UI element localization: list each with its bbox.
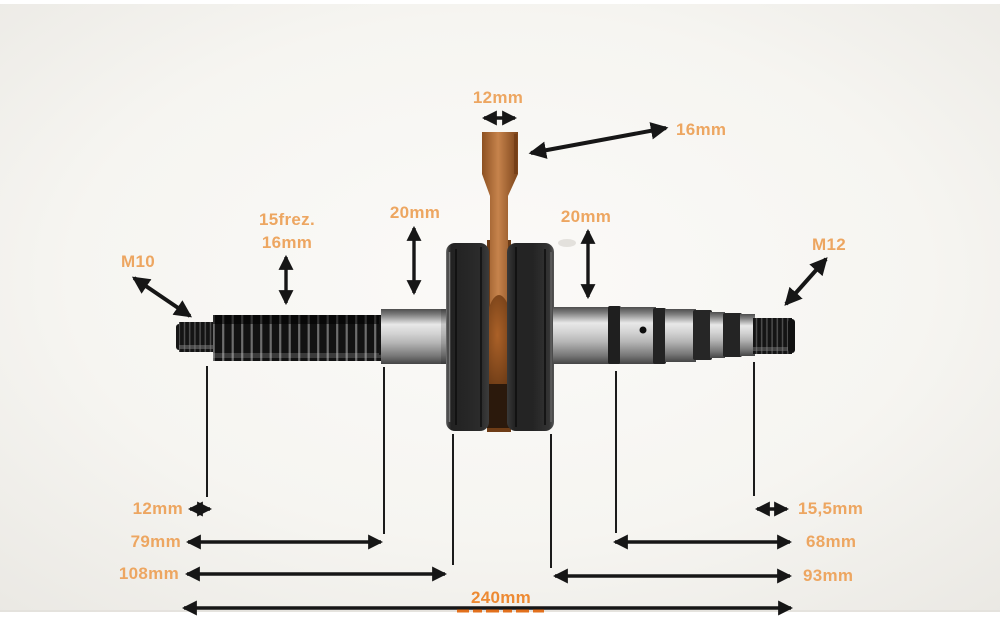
label-left-to-web-length: 108mm — [118, 564, 179, 583]
left-journal — [381, 309, 449, 364]
crankshaft-photo — [176, 132, 795, 432]
label-right-thread-length: 15,5mm — [798, 499, 864, 518]
label-left-thread: M10 — [121, 252, 155, 271]
label-left-web-thickness: 20mm — [389, 203, 441, 222]
background-smudge — [558, 239, 576, 247]
label-left-thread-length: 12mm — [132, 499, 183, 518]
right-crank-web — [507, 243, 554, 431]
dimension-arrows — [131, 110, 828, 616]
right-journal — [553, 306, 755, 364]
left-crank-web — [446, 243, 489, 431]
label-right-thread: M12 — [812, 235, 846, 254]
label-small-end-size: 16mm — [676, 120, 727, 139]
m10-thread-stub — [176, 322, 216, 352]
clipped-watermark-text — [457, 609, 544, 613]
label-spline-line2: 16mm — [261, 233, 313, 252]
label-right-web-thickness: 20mm — [560, 207, 612, 226]
m12-thread-stub — [753, 318, 795, 354]
splined-shaft — [213, 315, 399, 361]
arrow-m12 — [784, 257, 828, 306]
label-spline-line1: 15frez. — [259, 210, 315, 229]
label-left-shaft-length: 79mm — [130, 532, 181, 551]
label-small-end-width: 12mm — [472, 88, 524, 107]
oil-hole — [639, 326, 647, 334]
photo-bottom-edge — [0, 610, 1000, 612]
label-total-length: 240mm — [470, 588, 532, 607]
arrow-m10 — [131, 276, 193, 318]
label-right-to-web-length: 93mm — [803, 566, 854, 585]
label-right-shaft-length: 68mm — [806, 532, 857, 551]
extension-lines — [206, 362, 755, 568]
arrow-small-end-size — [528, 122, 669, 159]
